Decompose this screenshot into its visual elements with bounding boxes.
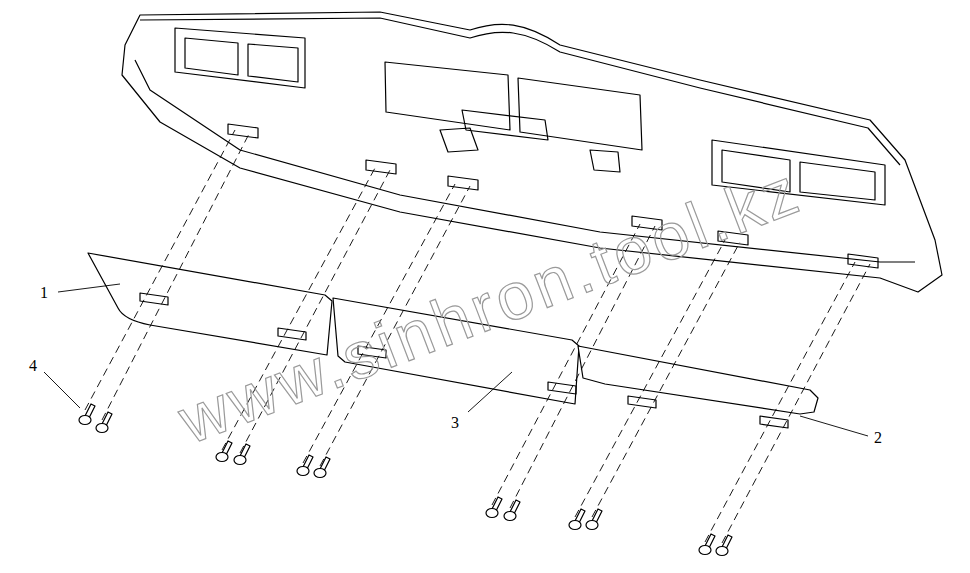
panel-edge bbox=[140, 18, 900, 165]
vent bbox=[175, 28, 305, 88]
callout-number: 3 bbox=[451, 415, 459, 431]
screw bbox=[79, 404, 732, 556]
cover-panel bbox=[88, 253, 332, 355]
callout-number: 2 bbox=[874, 430, 882, 446]
assembly-line bbox=[85, 130, 870, 543]
cutout bbox=[385, 62, 510, 130]
callout-number: 1 bbox=[40, 285, 48, 301]
handle bbox=[440, 110, 620, 172]
cover-panel bbox=[578, 346, 818, 414]
panel-edge bbox=[135, 60, 915, 262]
vent bbox=[185, 38, 298, 82]
callout-number: 4 bbox=[29, 358, 37, 374]
dashboard-panel bbox=[122, 12, 942, 292]
